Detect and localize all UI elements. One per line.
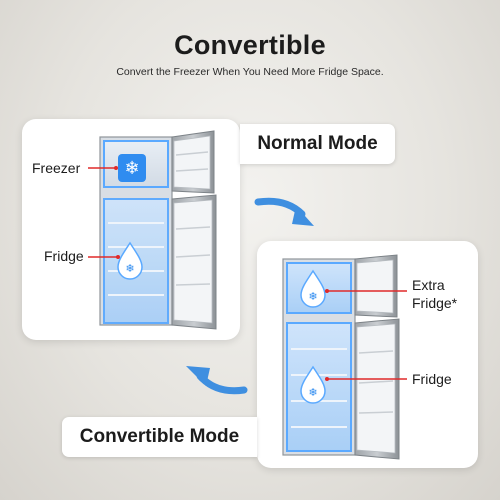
page-subtitle: Convert the Freezer When You Need More F… <box>116 66 384 78</box>
svg-text:❄: ❄ <box>308 386 317 399</box>
svg-text:❄: ❄ <box>308 290 317 303</box>
water-drop-snowflake-icon: ❄ <box>300 365 326 404</box>
normal-mode-fridge-illustration: ❄ ❄ <box>88 130 217 330</box>
snowflake-icon: ❄ <box>118 154 146 182</box>
extra-fridge-label: Extra Fridge* <box>412 277 458 311</box>
fridge-label-normal: Fridge <box>44 248 84 264</box>
page-title: Convertible <box>174 30 326 60</box>
convertible-mode-fridge-illustration: ❄ ❄ <box>282 254 407 460</box>
freezer-label: Freezer <box>32 160 81 176</box>
normal-mode-tag: Normal Mode <box>240 124 395 164</box>
svg-text:❄: ❄ <box>125 262 134 275</box>
curved-arrow-down-right-icon <box>254 197 314 226</box>
fridge-label-convertible: Fridge <box>412 371 452 387</box>
svg-text:❄: ❄ <box>124 158 139 179</box>
water-drop-snowflake-icon: ❄ <box>117 241 143 280</box>
curved-arrow-up-left-icon <box>186 366 248 395</box>
water-drop-snowflake-icon: ❄ <box>300 269 326 308</box>
convertible-mode-tag: Convertible Mode <box>62 417 257 457</box>
